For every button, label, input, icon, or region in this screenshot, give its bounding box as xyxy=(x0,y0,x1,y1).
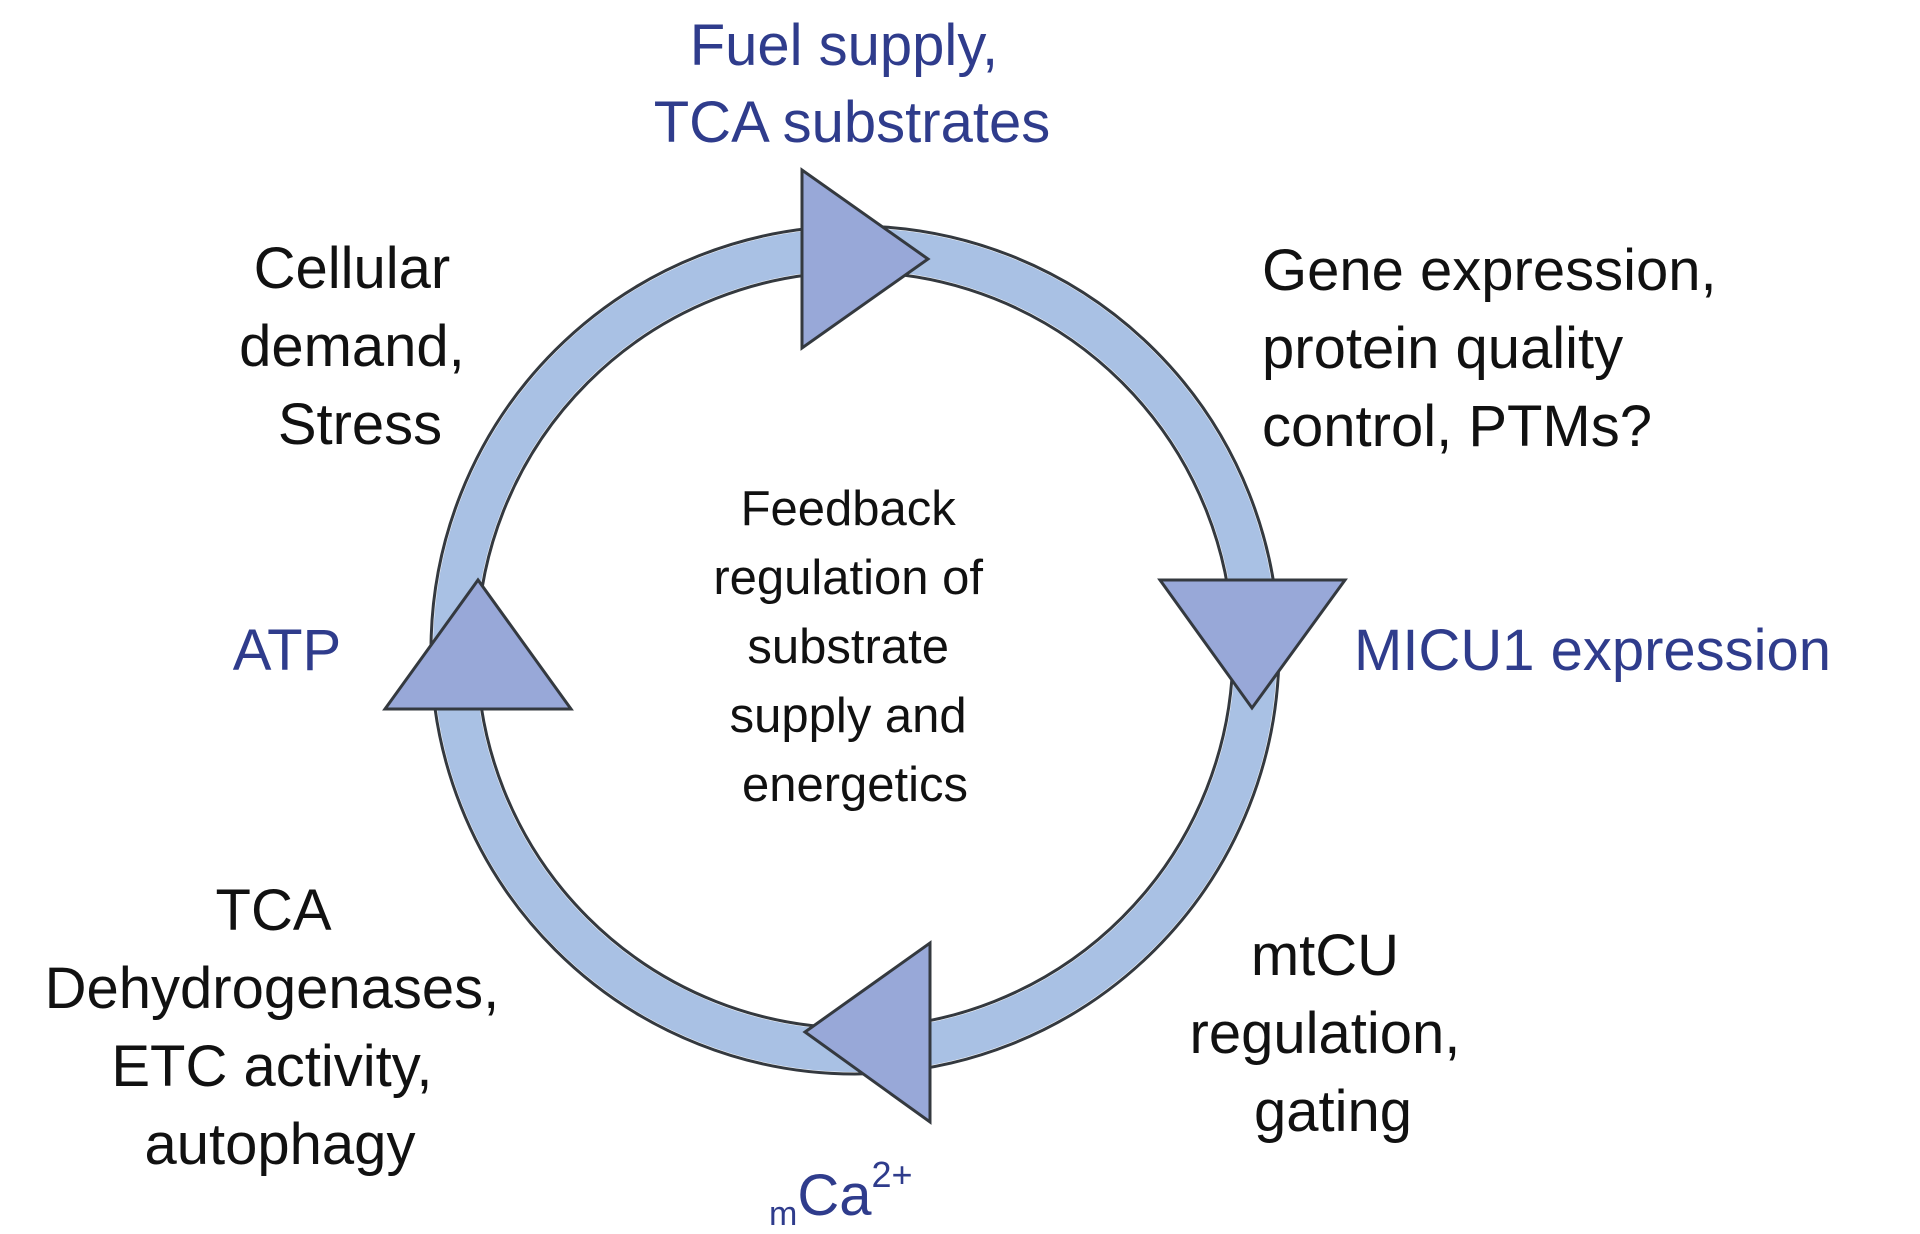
gene-expression-line: protein quality xyxy=(1262,316,1623,381)
calcium-charge: 2+ xyxy=(871,1154,912,1195)
tca-line: ETC activity, xyxy=(111,1034,432,1099)
atp-line: ATP xyxy=(233,618,342,683)
micu1-line: MICU1 expression xyxy=(1354,618,1831,683)
cellular-demand-line: demand, xyxy=(239,314,465,379)
center-label-line: substrate xyxy=(747,620,949,674)
cellular-demand-line: Cellular xyxy=(254,236,451,301)
calcium-prefix: m xyxy=(769,1195,797,1233)
calcium-symbol: Ca xyxy=(797,1163,872,1228)
mtcu-regulation-label: mtCU regulation, gating xyxy=(1190,923,1477,1144)
gene-expression-line: control, PTMs? xyxy=(1262,394,1652,459)
mtcu-line: gating xyxy=(1254,1079,1412,1144)
mitochondrial-calcium-label: mCa2+ xyxy=(769,1154,913,1233)
gene-expression-line: Gene expression, xyxy=(1262,238,1717,303)
center-label-line: supply and xyxy=(730,689,967,743)
fuel-supply-label: Fuel supply, TCA substrates xyxy=(654,13,1050,155)
fuel-supply-line: TCA substrates xyxy=(654,90,1050,155)
cellular-demand-line: Stress xyxy=(278,392,442,457)
triangle-arrow-left-icon xyxy=(802,940,932,1125)
tca-dehydrogenases-label: TCA Dehydrogenases, ETC activity, autoph… xyxy=(45,878,516,1177)
center-label: Feedback regulation of substrate supply … xyxy=(713,482,996,812)
mtcu-line: regulation, xyxy=(1190,1001,1461,1066)
triangle-arrow-up-icon xyxy=(382,577,574,711)
gene-expression-label: Gene expression, protein quality control… xyxy=(1262,238,1733,459)
tca-line: autophagy xyxy=(145,1112,416,1177)
triangle-arrow-down-icon xyxy=(1157,578,1348,711)
center-label-line: energetics xyxy=(742,758,968,812)
tca-line: Dehydrogenases, xyxy=(45,956,500,1021)
mtcu-line: mtCU xyxy=(1251,923,1399,988)
tca-line: TCA xyxy=(216,878,332,943)
center-label-line: regulation of xyxy=(713,551,983,605)
micu1-expression-label: MICU1 expression xyxy=(1354,618,1831,683)
atp-label: ATP xyxy=(233,618,342,683)
triangle-arrow-right-icon xyxy=(800,167,931,351)
fuel-supply-line: Fuel supply, xyxy=(690,13,998,78)
center-label-line: Feedback xyxy=(741,482,957,536)
cellular-demand-label: Cellular demand, Stress xyxy=(239,236,481,457)
